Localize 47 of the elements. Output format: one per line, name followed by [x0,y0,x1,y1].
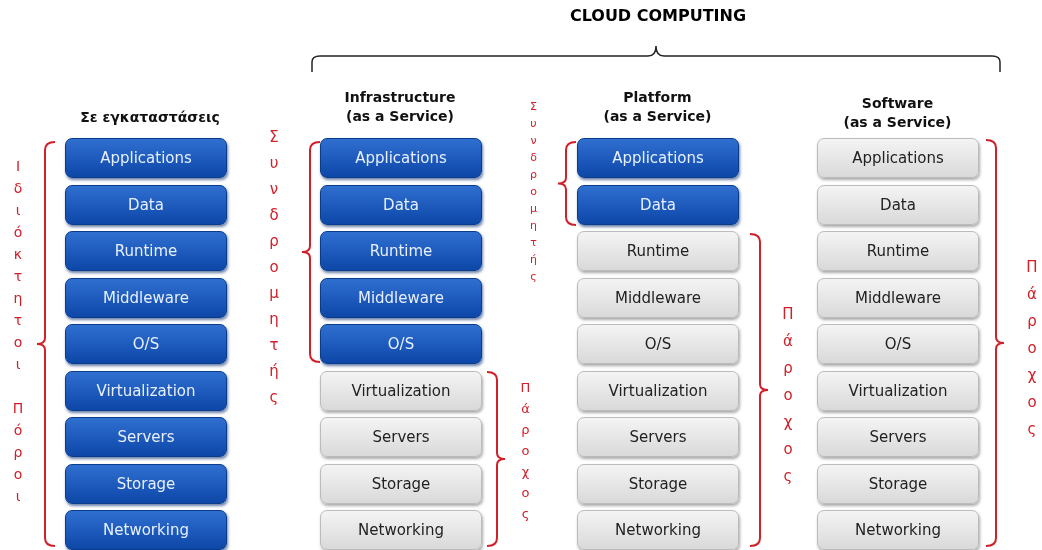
side-label: Πάροχος [1024,258,1039,447]
layer-box: Middleware [65,277,227,318]
layer-box: Applications [65,138,227,178]
layer-box: O/S [320,324,482,364]
layer-box: Virtualization [817,370,979,411]
column-heading: Σε εγκαταστάσεις [79,108,221,127]
side-label: Συνδρομητής [526,100,541,287]
layer-box: O/S [577,324,739,364]
layer-box: Networking [817,510,979,550]
layer-box: Storage [65,463,227,504]
layer-box: Virtualization [65,370,227,411]
layer-box: Runtime [577,231,739,271]
column-heading: Platform (as a Service) [602,88,713,126]
layer-box: Storage [817,463,979,504]
side-label: Ιδιόκτητοι Πόροι [10,158,25,510]
diagram-title: CLOUD COMPUTING [568,6,748,25]
layer-box: Applications [577,138,739,178]
layer-box: Data [817,184,979,225]
layer-box: Networking [577,510,739,550]
layer-box: Middleware [577,277,739,318]
column-heading: Infrastructure (as a Service) [343,88,457,126]
layer-box: Servers [320,417,482,457]
layer-box: Applications [320,138,482,178]
layer-box: Virtualization [320,370,482,411]
layer-box: Middleware [320,277,482,318]
layer-box: Data [65,184,227,225]
layer-box: O/S [65,324,227,364]
layer-box: Data [320,184,482,225]
layer-box: Runtime [817,231,979,271]
side-label: Συνδρομητής [266,128,281,414]
layer-box: O/S [817,324,979,364]
layer-box: Runtime [65,231,227,271]
layer-box: Middleware [817,277,979,318]
layer-box: Servers [65,417,227,457]
layer-box: Virtualization [577,370,739,411]
layer-box: Networking [65,510,227,550]
column-heading: Software (as a Service) [842,94,953,132]
layer-box: Applications [817,138,979,178]
layer-box: Servers [817,417,979,457]
side-label: Πάροχος [780,305,795,494]
layer-box: Runtime [320,231,482,271]
layer-box: Storage [577,463,739,504]
side-label: Πάροχος [518,380,533,527]
layer-box: Data [577,184,739,225]
layer-box: Networking [320,510,482,550]
layer-box: Servers [577,417,739,457]
layer-box: Storage [320,463,482,504]
